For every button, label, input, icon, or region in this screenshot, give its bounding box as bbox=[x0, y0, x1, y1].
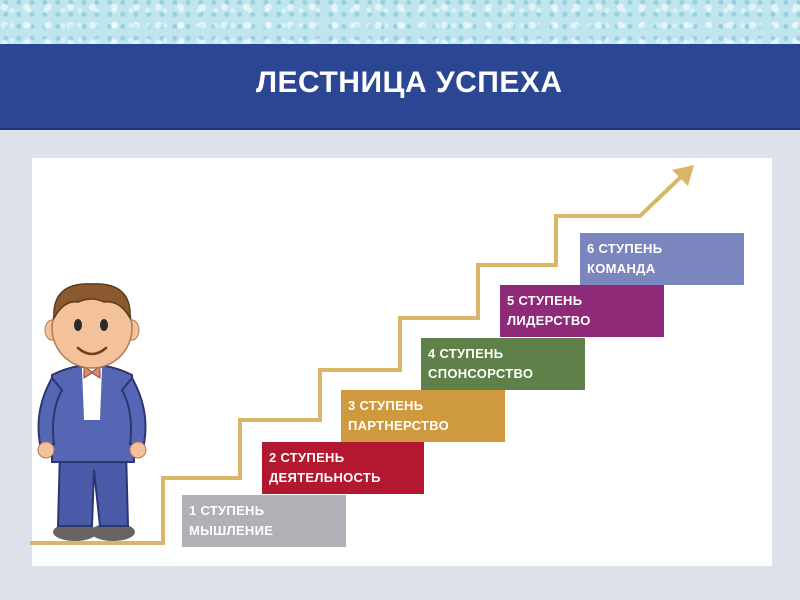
step-3-number: 3 СТУПЕНЬ bbox=[348, 396, 505, 416]
step-1-box: 1 СТУПЕНЬ МЫШЛЕНИЕ bbox=[182, 495, 346, 547]
step-2-box: 2 СТУПЕНЬ ДЕЯТЕЛЬНОСТЬ bbox=[262, 442, 424, 494]
step-5-box: 5 СТУПЕНЬ ЛИДЕРСТВО bbox=[500, 285, 664, 337]
step-6-label: КОМАНДА bbox=[587, 259, 744, 279]
step-4-label: СПОНСОРСТВО bbox=[428, 364, 585, 384]
step-5-label: ЛИДЕРСТВО bbox=[507, 311, 664, 331]
step-2-number: 2 СТУПЕНЬ bbox=[269, 448, 424, 468]
step-3-box: 3 СТУПЕНЬ ПАРТНЕРСТВО bbox=[341, 390, 505, 442]
step-4-box: 4 СТУПЕНЬ СПОНСОРСТВО bbox=[421, 338, 585, 390]
businessman-figure bbox=[38, 284, 146, 541]
step-2-label: ДЕЯТЕЛЬНОСТЬ bbox=[269, 468, 424, 488]
step-3-label: ПАРТНЕРСТВО bbox=[348, 416, 505, 436]
step-6-number: 6 СТУПЕНЬ bbox=[587, 239, 744, 259]
step-1-number: 1 СТУПЕНЬ bbox=[189, 501, 346, 521]
step-1-label: МЫШЛЕНИЕ bbox=[189, 521, 346, 541]
step-4-number: 4 СТУПЕНЬ bbox=[428, 344, 585, 364]
step-5-number: 5 СТУПЕНЬ bbox=[507, 291, 664, 311]
step-6-box: 6 СТУПЕНЬ КОМАНДА bbox=[580, 233, 744, 285]
